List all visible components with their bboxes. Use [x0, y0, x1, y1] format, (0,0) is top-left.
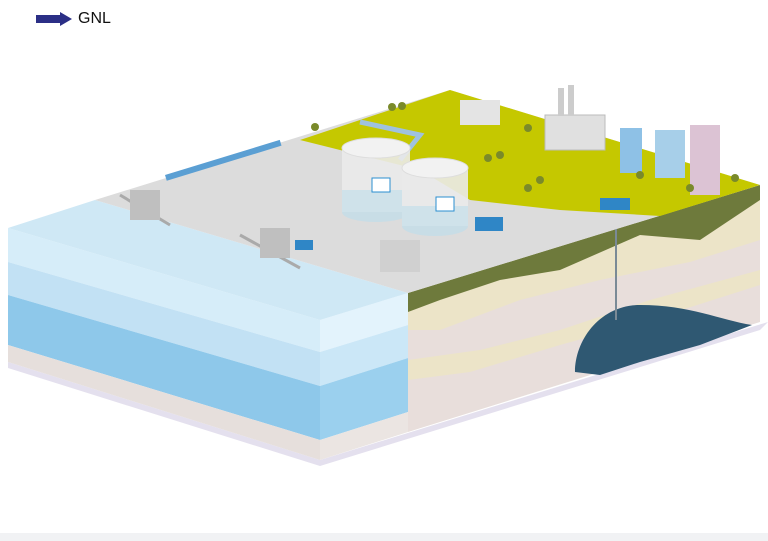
arrow-right-icon: [36, 12, 72, 26]
legend: GNL: [36, 10, 111, 28]
company-logo: [435, 196, 455, 212]
footer-bar: [0, 533, 768, 541]
buildings: [130, 85, 720, 272]
trees: [311, 102, 739, 192]
water-front-face: [8, 228, 320, 460]
ground-cross-section: [408, 185, 760, 432]
lng-tank: [341, 137, 411, 222]
water-surface: [8, 200, 408, 320]
lng-tank: [401, 157, 469, 236]
company-logo: [371, 177, 391, 193]
green-land: [300, 90, 760, 216]
legend-label: GNL: [78, 10, 111, 27]
water-side-face: [320, 293, 408, 460]
gas-reservoir: [575, 305, 752, 375]
